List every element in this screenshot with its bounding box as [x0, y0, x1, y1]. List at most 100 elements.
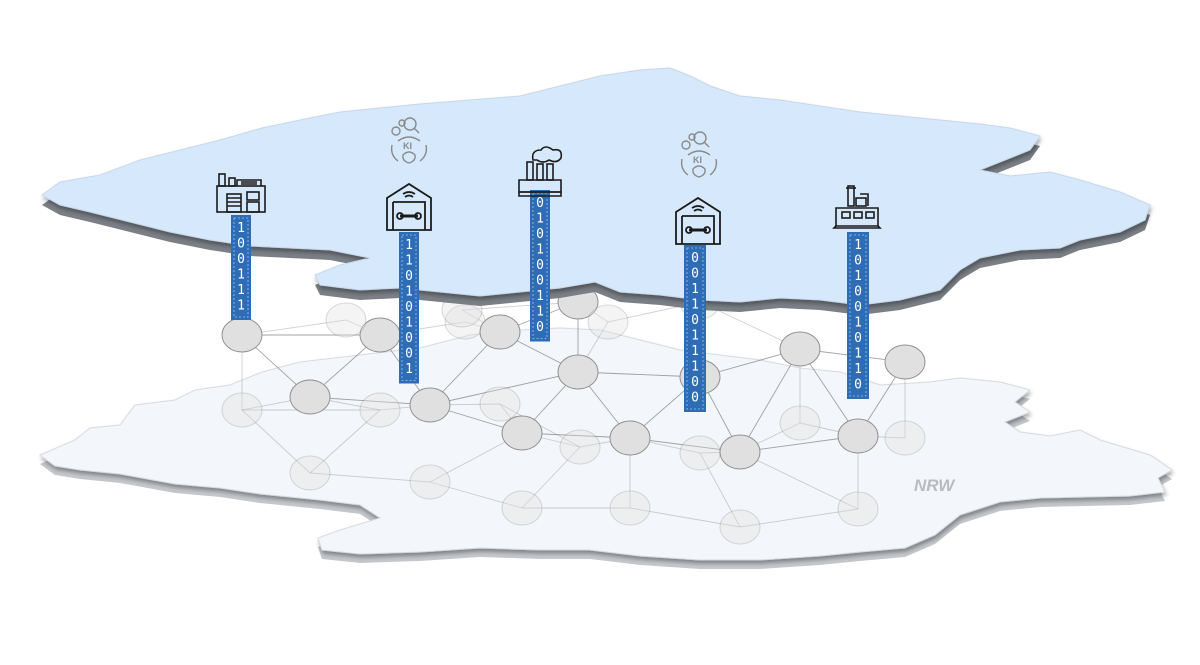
network-node	[479, 314, 521, 350]
network-edge	[629, 507, 741, 528]
network-node	[884, 420, 926, 456]
network-node	[837, 491, 879, 527]
garage-maintenance-icon	[675, 196, 721, 245]
network-nodes	[221, 284, 926, 545]
region-label: NRW	[914, 476, 956, 495]
network-edge	[739, 451, 859, 510]
bit-digit: 1	[405, 254, 413, 269]
bit-digit: 0	[237, 252, 245, 267]
bit-digit: 0	[536, 258, 544, 273]
network-node	[719, 509, 761, 545]
network-edge	[429, 371, 579, 406]
network-node	[501, 490, 543, 526]
data-bar-outline	[849, 234, 867, 397]
network-node	[557, 354, 599, 390]
bit-digit: 0	[536, 320, 544, 335]
upper-map-layer	[41, 67, 1151, 315]
data-bar	[231, 215, 251, 320]
network-node	[679, 435, 721, 471]
network-node	[221, 317, 263, 353]
bit-digit: 1	[854, 316, 862, 331]
bit-digit: 0	[536, 196, 544, 211]
network-node	[289, 379, 331, 415]
bit-digit: 1	[536, 212, 544, 227]
bit-digit: 0	[691, 267, 699, 282]
bit-digit: 1	[691, 282, 699, 297]
network-node	[884, 344, 926, 380]
bit-digit: 0	[691, 375, 699, 390]
bit-digit: 0	[405, 347, 413, 362]
industrial-plant-icon	[832, 185, 882, 229]
bit-digit: 1	[405, 362, 413, 377]
bit-digit: 0	[854, 300, 862, 315]
factory-icon	[216, 173, 266, 213]
network-edge	[739, 348, 801, 453]
bit-digit: 1	[691, 329, 699, 344]
network-node	[609, 420, 651, 456]
bit-digit: 1	[536, 243, 544, 258]
network-node	[409, 464, 451, 500]
bit-digit: 1	[405, 238, 413, 253]
bit-digit: 1	[691, 344, 699, 359]
bit-digit: 0	[405, 269, 413, 284]
network-edge	[309, 472, 431, 483]
bit-digit: 0	[405, 331, 413, 346]
bit-digit: 1	[854, 238, 862, 253]
network-node	[325, 302, 367, 338]
garage-maintenance-icon	[386, 182, 432, 231]
bit-digit: 1	[536, 289, 544, 304]
network-edge	[241, 409, 311, 474]
network-edge	[429, 481, 523, 509]
network-edge	[309, 409, 381, 474]
network-node	[479, 386, 521, 422]
bit-digit: 0	[854, 254, 862, 269]
bit-digit: 1	[691, 360, 699, 375]
bit-digit: 1	[237, 221, 245, 236]
network-node	[837, 418, 879, 454]
network-edge	[521, 446, 581, 509]
bit-digit: 1	[854, 347, 862, 362]
bit-digit: 1	[237, 299, 245, 314]
bit-digit: 0	[405, 300, 413, 315]
data-bar	[847, 232, 869, 399]
bit-digit: 0	[691, 313, 699, 328]
ki-label: KI	[403, 141, 412, 151]
bit-digit: 1	[237, 283, 245, 298]
bit-digit: 0	[691, 251, 699, 266]
ki-ai-icon: KI	[680, 131, 718, 178]
bit-digit: 0	[691, 391, 699, 406]
smoking-factory-icon	[518, 146, 563, 197]
network-node	[719, 434, 761, 470]
bit-digit: 0	[854, 285, 862, 300]
data-bar	[530, 190, 550, 342]
network-node	[779, 405, 821, 441]
data-bar	[399, 232, 419, 384]
bit-digit: 0	[237, 237, 245, 252]
data-bar-outline	[233, 217, 249, 318]
upper-map-surface	[41, 67, 1151, 306]
network-node	[587, 304, 629, 340]
network-node	[359, 392, 401, 428]
facility-icons: KI KI	[216, 117, 882, 245]
lower-map-layer	[38, 327, 1173, 569]
network-edge	[699, 452, 741, 528]
network-node	[289, 455, 331, 491]
network-node	[609, 490, 651, 526]
data-bar	[684, 245, 706, 412]
network-node	[221, 392, 263, 428]
data-pillars: 1001111101010010101001100011011100101001…	[231, 190, 869, 412]
bit-digit: 1	[691, 298, 699, 313]
lower-map-surface	[38, 327, 1173, 561]
bit-digit: 1	[405, 285, 413, 300]
network-edge	[739, 508, 859, 528]
data-bar-outline	[686, 247, 704, 410]
bit-digit: 0	[854, 378, 862, 393]
network-node	[779, 331, 821, 367]
ki-ai-icon: KI	[390, 117, 428, 164]
bit-digit: 0	[536, 274, 544, 289]
